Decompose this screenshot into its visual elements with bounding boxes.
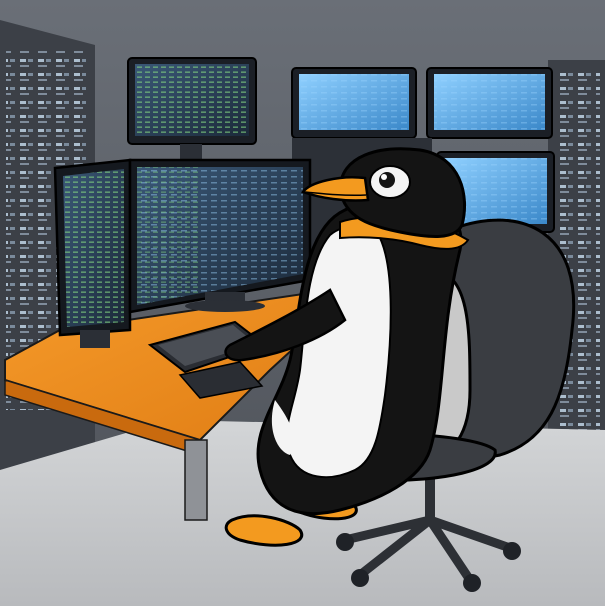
monitor-mid-right bbox=[436, 151, 555, 233]
monitor-front-center bbox=[128, 158, 312, 314]
monitor-front-left bbox=[53, 158, 132, 348]
keyboard bbox=[147, 320, 268, 399]
penguin-flipper bbox=[224, 288, 347, 362]
monitor-back-center bbox=[291, 67, 417, 139]
penguin bbox=[224, 147, 470, 547]
penguin-foot-left bbox=[224, 514, 304, 547]
monitor-back-right bbox=[426, 67, 553, 139]
monitor-back-left bbox=[127, 57, 257, 160]
